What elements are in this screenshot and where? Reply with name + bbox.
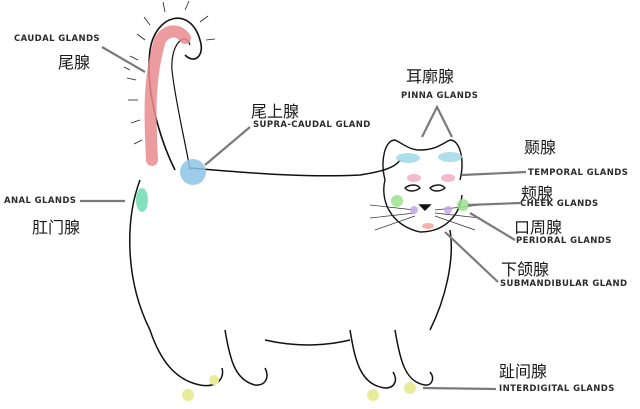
temporal-gland-highlight-right <box>441 174 455 182</box>
tail <box>123 0 216 171</box>
supra-caudal-gland-label: SUPRA-CAUDAL GLAND <box>253 120 371 130</box>
interdigital-gland-highlight-1 <box>209 375 219 385</box>
cheek-glands-label: CHEEK GLANDS <box>520 199 599 209</box>
submandibular-gland-highlight <box>422 223 434 229</box>
interdigital-glands-label-zh: 趾间腺 <box>499 362 548 381</box>
temporal-gland-highlight-left <box>407 174 421 182</box>
supra-caudal-gland-label-zh: 尾上腺 <box>251 102 300 121</box>
leader-lines <box>80 46 527 391</box>
perioral-glands-label: PERIORAL GLANDS <box>516 236 612 246</box>
perioral-gland-highlight-right <box>444 206 452 214</box>
caudal-glands-label-zh: 尾腺 <box>58 53 91 72</box>
anal-glands-label-zh: 肛门腺 <box>32 218 81 237</box>
pinna-glands-label: PINNA GLANDS <box>401 91 479 101</box>
perioral-glands-label-zh: 口周腺 <box>514 218 563 237</box>
interdigital-glands-label: INTERDIGITAL GLANDS <box>499 384 615 394</box>
submandibular-gland-label-zh: 下颌腺 <box>501 260 550 279</box>
caudal-gland-highlight <box>144 25 191 166</box>
temporal-glands-label-zh: 颞腺 <box>524 138 557 157</box>
pinna-gland-highlight-left <box>396 153 420 163</box>
pinna-glands-label-zh: 耳廓腺 <box>406 67 455 86</box>
supra-caudal-gland-highlight <box>180 159 206 185</box>
perioral-gland-highlight-left <box>410 206 418 214</box>
pinna-gland-highlight-right <box>438 152 462 162</box>
submandibular-gland-label: SUBMANDIBULAR GLAND <box>500 279 628 289</box>
anal-gland-highlight <box>136 188 148 212</box>
interdigital-gland-highlight-3 <box>367 389 379 401</box>
temporal-glands-label: TEMPORAL GLANDS <box>528 168 629 178</box>
anal-glands-label: ANAL GLANDS <box>4 196 77 206</box>
cheek-gland-highlight-right <box>457 199 469 211</box>
caudal-glands-label: CAUDAL GLANDS <box>14 34 100 44</box>
interdigital-gland-highlight-4 <box>404 382 416 394</box>
interdigital-gland-highlight-2 <box>182 389 194 401</box>
cheek-gland-highlight-left <box>391 195 403 207</box>
head <box>369 139 481 233</box>
body <box>129 159 453 389</box>
cheek-glands-label-zh: 颊腺 <box>521 184 554 203</box>
